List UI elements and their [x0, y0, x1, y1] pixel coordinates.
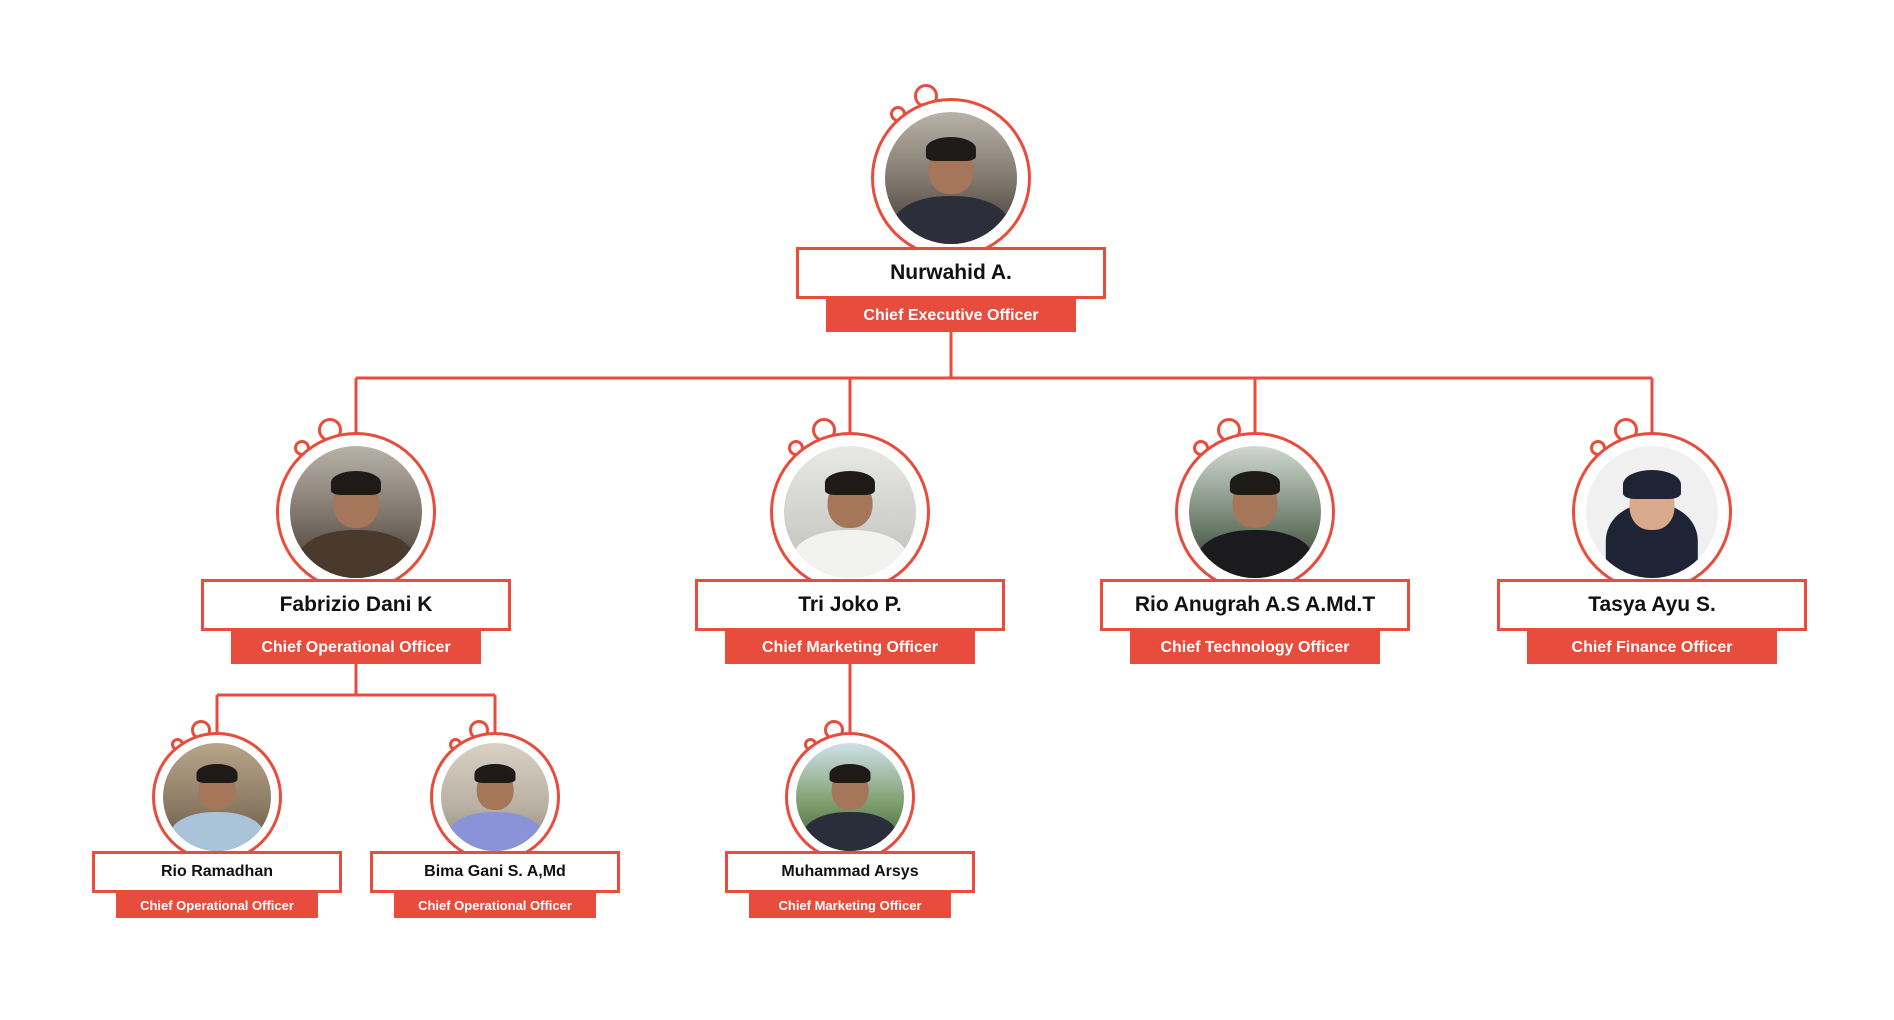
name-box: Fabrizio Dani K: [201, 579, 511, 631]
role-badge: Chief Operational Officer: [231, 631, 481, 664]
role-badge: Chief Technology Officer: [1130, 631, 1380, 664]
name-box: Nurwahid A.: [796, 247, 1106, 299]
node-muhammad-arsys: Muhammad Arsys Chief Marketing Officer: [725, 718, 975, 918]
node-rio-anugrah: Rio Anugrah A.S A.Md.T Chief Technology …: [1100, 414, 1410, 664]
node-ceo: Nurwahid A. Chief Executive Officer: [796, 82, 1106, 332]
name-box: Rio Anugrah A.S A.Md.T: [1100, 579, 1410, 631]
profile-photo-icon: [290, 446, 422, 578]
name-box: Bima Gani S. A,Md: [370, 851, 620, 893]
role-badge: Chief Operational Officer: [116, 893, 318, 918]
profile-photo-icon: [441, 743, 549, 851]
role-badge: Chief Marketing Officer: [725, 631, 975, 664]
node-tri-joko: Tri Joko P. Chief Marketing Officer: [695, 414, 1005, 664]
profile-photo-icon: [163, 743, 271, 851]
profile-photo-icon: [796, 743, 904, 851]
role-badge: Chief Executive Officer: [826, 299, 1076, 332]
node-bima-gani: Bima Gani S. A,Md Chief Operational Offi…: [370, 718, 620, 918]
node-tasya: Tasya Ayu S. Chief Finance Officer: [1497, 414, 1807, 664]
name-box: Rio Ramadhan: [92, 851, 342, 893]
name-box: Muhammad Arsys: [725, 851, 975, 893]
node-fabrizio: Fabrizio Dani K Chief Operational Office…: [201, 414, 511, 664]
profile-photo-icon: [1189, 446, 1321, 578]
profile-photo-icon: [1586, 446, 1718, 578]
role-badge: Chief Marketing Officer: [749, 893, 951, 918]
role-badge: Chief Finance Officer: [1527, 631, 1777, 664]
name-box: Tasya Ayu S.: [1497, 579, 1807, 631]
profile-photo-icon: [885, 112, 1017, 244]
name-box: Tri Joko P.: [695, 579, 1005, 631]
profile-photo-icon: [784, 446, 916, 578]
role-badge: Chief Operational Officer: [394, 893, 596, 918]
node-rio-ramadhan: Rio Ramadhan Chief Operational Officer: [92, 718, 342, 918]
